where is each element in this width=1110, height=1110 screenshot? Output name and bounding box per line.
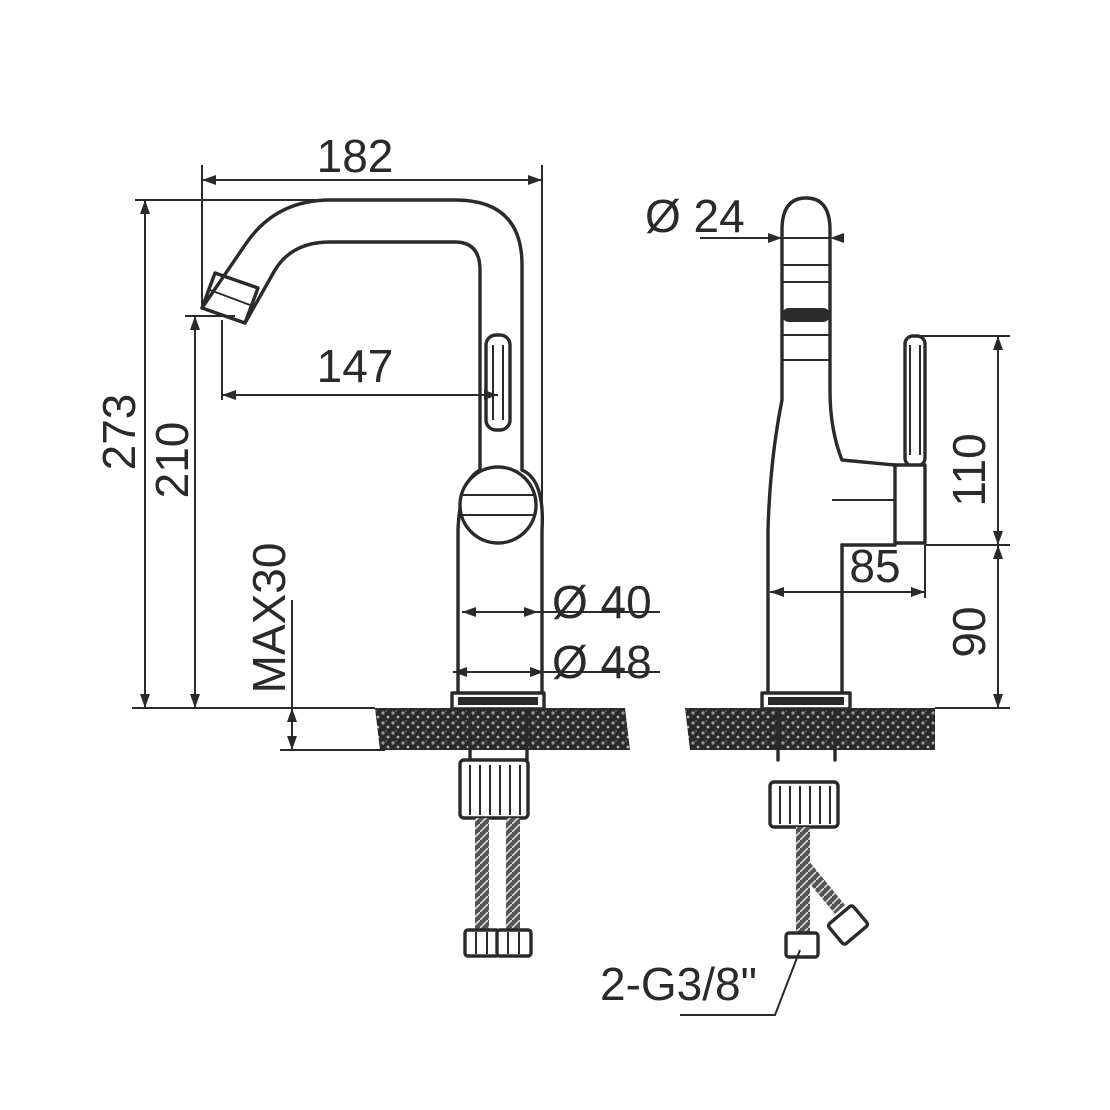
dim-overall-height: 273 [93, 394, 145, 471]
dim-handle-projection: 85 [849, 540, 900, 592]
side-handle-hub [893, 463, 927, 545]
dim-inner-diameter: Ø 40 [552, 576, 652, 628]
side-hose-nut-2 [826, 904, 870, 946]
front-view: 182 147 273 210 MAX30 Ø 40 Ø 48 [93, 130, 660, 958]
side-hose-1 [796, 827, 810, 937]
side-handle-lever [903, 334, 927, 468]
dim-spout-reach: 147 [317, 340, 394, 392]
hose-2 [506, 818, 520, 933]
side-hose-2 [800, 860, 845, 914]
dim-body-height: 90 [943, 606, 995, 657]
dim-top-diameter: Ø 24 [645, 190, 745, 242]
hose-nut-2 [495, 928, 533, 958]
countertop-right [685, 708, 935, 750]
dim-max-counter: MAX30 [243, 543, 295, 694]
hose-nut-1 [463, 928, 501, 958]
dim-handle-height: 110 [943, 433, 995, 506]
side-view: Ø 24 110 85 90 2-G3/8" [600, 190, 1010, 1016]
dim-overall-width: 182 [317, 130, 394, 182]
dim-connection: 2-G3/8" [600, 958, 757, 1010]
spout-inner [243, 240, 482, 472]
hose-1 [475, 818, 489, 933]
dim-base-diameter: Ø 48 [552, 636, 652, 688]
spout-tip [200, 271, 260, 325]
side-spout [766, 196, 897, 697]
countertop-left [375, 708, 630, 750]
side-hose-nut-1 [784, 931, 820, 959]
handle-lever [484, 333, 512, 432]
dim-spout-height: 210 [146, 422, 198, 499]
handle-knob [458, 465, 538, 545]
